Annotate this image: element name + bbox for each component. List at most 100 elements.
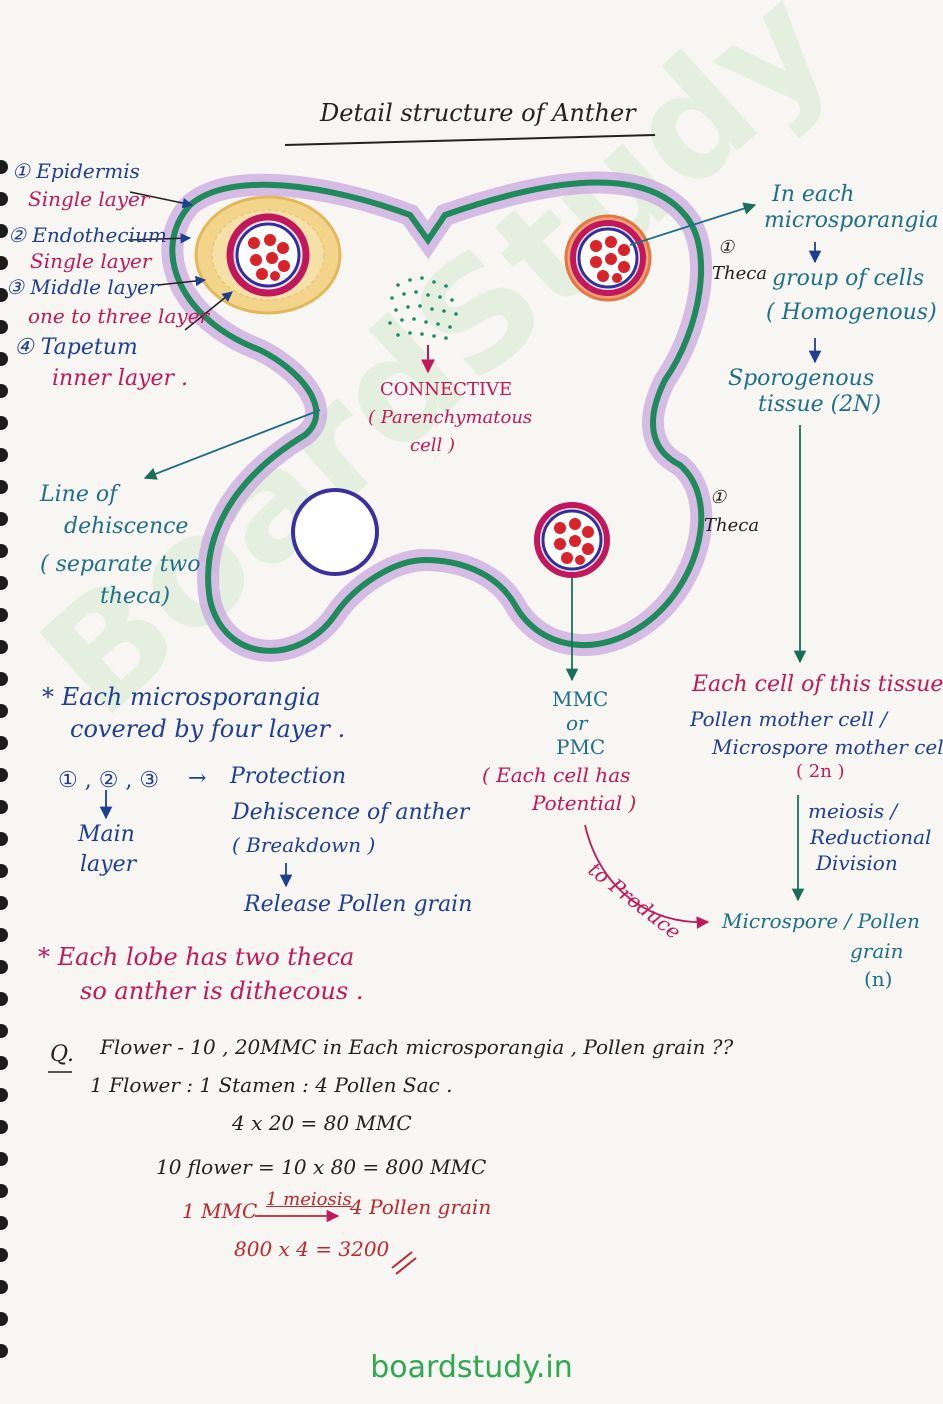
rl-n: (n) [864, 967, 893, 991]
microsporangium-bl [291, 488, 379, 576]
connective-tissue-dots [388, 276, 458, 340]
endothecium-arrow [127, 233, 192, 244]
note-dehiscence: Dehiscence of anther [232, 800, 470, 825]
flow-in-each: In each [772, 182, 855, 207]
label-tapetum-note: inner layer . [52, 366, 189, 391]
q-line5c: 4 Pollen grain [350, 1195, 492, 1219]
mmc-note-2: Potential ) [532, 791, 637, 815]
q-line3: 4 x 20 = 80 MMC [232, 1111, 412, 1135]
binding-hole [0, 800, 8, 814]
binding-hole [0, 160, 8, 174]
binding-hole [0, 1216, 8, 1230]
note-nums: ① , ② , ③ [58, 768, 160, 793]
note-star2-line2: so anther is dithecous . [80, 977, 364, 1005]
note-star1-line1: * Each microsporangia [42, 683, 321, 711]
flow-group-of-cells: group of cells [772, 266, 925, 291]
note-protection: Protection [230, 764, 347, 789]
binding-hole [0, 256, 8, 270]
binding-hole [0, 768, 8, 782]
rl-pollen-mother: Pollen mother cell / [690, 707, 888, 731]
flow-homogenous: ( Homogenous) [766, 300, 937, 325]
binding-hole [0, 1344, 8, 1358]
binding-hole [0, 288, 8, 302]
rl-2n: ( 2n ) [796, 761, 845, 782]
rl-meiosis-2: Reductional [810, 825, 932, 849]
q-label: Q. [50, 1042, 74, 1067]
binding-hole [0, 1152, 8, 1166]
binding-hole [0, 1184, 8, 1198]
rl-each-cell: Each cell of this tissue [692, 672, 943, 697]
binding-hole [0, 928, 8, 942]
label-dehiscence-3: ( separate two [40, 552, 201, 577]
dehiscence-arrow [143, 409, 321, 480]
binding-hole [0, 1056, 8, 1070]
label-middle-note: one to three layer [28, 304, 210, 328]
binding-hole [0, 576, 8, 590]
q-line5a: 1 MMC [182, 1199, 258, 1223]
microsporangia-arrow [629, 202, 757, 246]
binding-hole [0, 416, 8, 430]
mmc-cells-br [554, 518, 594, 565]
label-middle: ③ Middle layer [6, 275, 159, 299]
page-title: Detail structure of Anther [320, 99, 636, 127]
label-epidermis: ① Epidermis [12, 159, 140, 183]
label-dehiscence-4: theca) [100, 584, 171, 609]
label-dehiscence-2: dehiscence [64, 514, 189, 539]
theca-top-num: ① [718, 237, 735, 258]
note-arrow: → [188, 766, 207, 791]
binding-hole [0, 896, 8, 910]
binding-hole [0, 1280, 8, 1294]
binding-hole [0, 1088, 8, 1102]
binding-hole [0, 1312, 8, 1326]
theca-bottom-label: Theca [704, 515, 760, 536]
mmc-label: MMC [552, 687, 609, 711]
mmc-cells-tr [590, 236, 630, 283]
binding-hole [0, 544, 8, 558]
binding-hole [0, 512, 8, 526]
binding-hole [0, 1248, 8, 1262]
note-star1-line2: covered by four layer . [70, 715, 346, 743]
middle-arrow [157, 275, 207, 287]
tick-mark [395, 1257, 417, 1275]
title-underline [284, 134, 656, 146]
q-line2: 1 Flower : 1 Stamen : 4 Pollen Sac . [90, 1073, 453, 1097]
note-main-2: layer [80, 852, 137, 877]
binding-hole [0, 640, 8, 654]
q-line1: Flower - 10 , 20MMC in Each microsporang… [100, 1035, 734, 1059]
epidermis-arrow [129, 191, 194, 209]
rl-microspore: Microspore / Pollen [722, 909, 920, 933]
label-endothecium-note: Single layer [30, 249, 152, 273]
binding-hole [0, 832, 8, 846]
theca-bottom-num: ① [710, 487, 727, 508]
q-line5b: 1 meiosis [266, 1189, 352, 1210]
note-star2-line1: * Each lobe has two theca [38, 943, 355, 971]
flow-microsporangia: microsporangia [764, 208, 939, 233]
label-endothecium: ② Endothecium [8, 223, 167, 247]
binding-hole [0, 352, 8, 366]
theca-top-label: Theca [712, 263, 768, 284]
label-connective: CONNECTIVE [380, 379, 513, 400]
binding-hole [0, 672, 8, 686]
binding-hole [0, 608, 8, 622]
tapetum-arrow [184, 291, 233, 331]
binding-hole [0, 448, 8, 462]
epidermis-layer [169, 179, 705, 654]
binding-hole [0, 864, 8, 878]
binding-hole [0, 480, 8, 494]
label-dehiscence-1: Line of [40, 482, 118, 507]
binding-hole [0, 1024, 8, 1038]
label-tapetum: ④ Tapetum [14, 335, 138, 360]
binding-hole [0, 960, 8, 974]
note-release: Release Pollen grain [244, 892, 473, 917]
pmc-label: PMC [556, 735, 606, 759]
tick-mark [391, 1251, 413, 1269]
flow-tissue: tissue (2N) [758, 392, 882, 417]
binding-hole [0, 384, 8, 398]
binding-hole [0, 224, 8, 238]
binding-hole [0, 736, 8, 750]
q-line4: 10 flower = 10 x 80 = 800 MMC [156, 1155, 487, 1179]
binding-hole [0, 704, 8, 718]
footer-site[interactable]: boardstudy.in [370, 1350, 573, 1385]
rl-microspore-mother: Microspore mother cell . [712, 735, 943, 759]
